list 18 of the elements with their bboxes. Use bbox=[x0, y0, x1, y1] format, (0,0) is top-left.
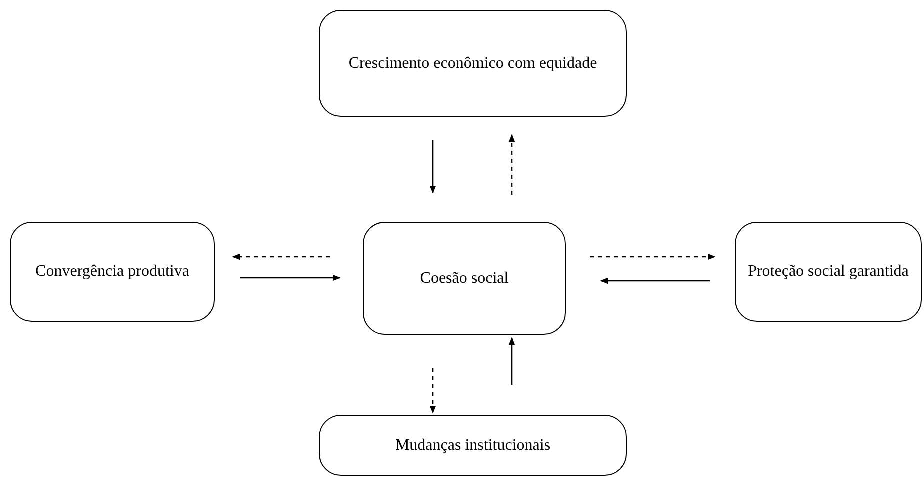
arrow bbox=[240, 274, 341, 282]
arrow bbox=[430, 140, 436, 194]
rounded-box bbox=[10, 222, 215, 322]
rounded-box bbox=[363, 222, 566, 335]
arrow bbox=[508, 134, 516, 195]
arrow bbox=[430, 368, 436, 414]
box-label: Mudanças institucionais bbox=[395, 436, 551, 456]
box-label: Crescimento econômico com equidade bbox=[348, 54, 598, 74]
rounded-box bbox=[319, 415, 627, 476]
rounded-box bbox=[735, 222, 922, 322]
arrow bbox=[232, 254, 330, 260]
box-label: Coesão social bbox=[420, 268, 509, 289]
arrow bbox=[600, 278, 710, 284]
rounded-box bbox=[319, 10, 627, 117]
arrow bbox=[590, 254, 716, 260]
arrow bbox=[508, 337, 516, 385]
box-label: Convergência produtiva bbox=[36, 262, 190, 282]
box-label: Proteção social garantida bbox=[748, 262, 909, 282]
